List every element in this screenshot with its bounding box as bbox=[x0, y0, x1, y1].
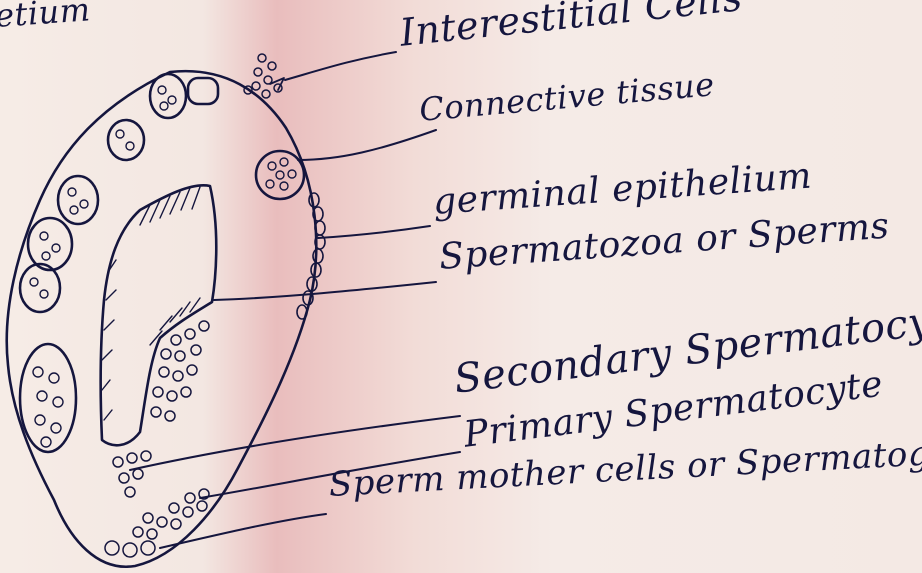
spermatozoa-tails bbox=[102, 187, 200, 420]
label-top-fragment: etium bbox=[0, 0, 91, 32]
spermatogonia bbox=[105, 489, 209, 557]
secondary-spermatocytes bbox=[151, 321, 209, 421]
lumen-spermatozoa bbox=[101, 185, 217, 445]
primary-spermatocytes bbox=[113, 451, 151, 497]
connective-tissue-cell bbox=[256, 151, 304, 199]
tubule-outline bbox=[7, 71, 316, 567]
wall-cells bbox=[20, 74, 218, 452]
